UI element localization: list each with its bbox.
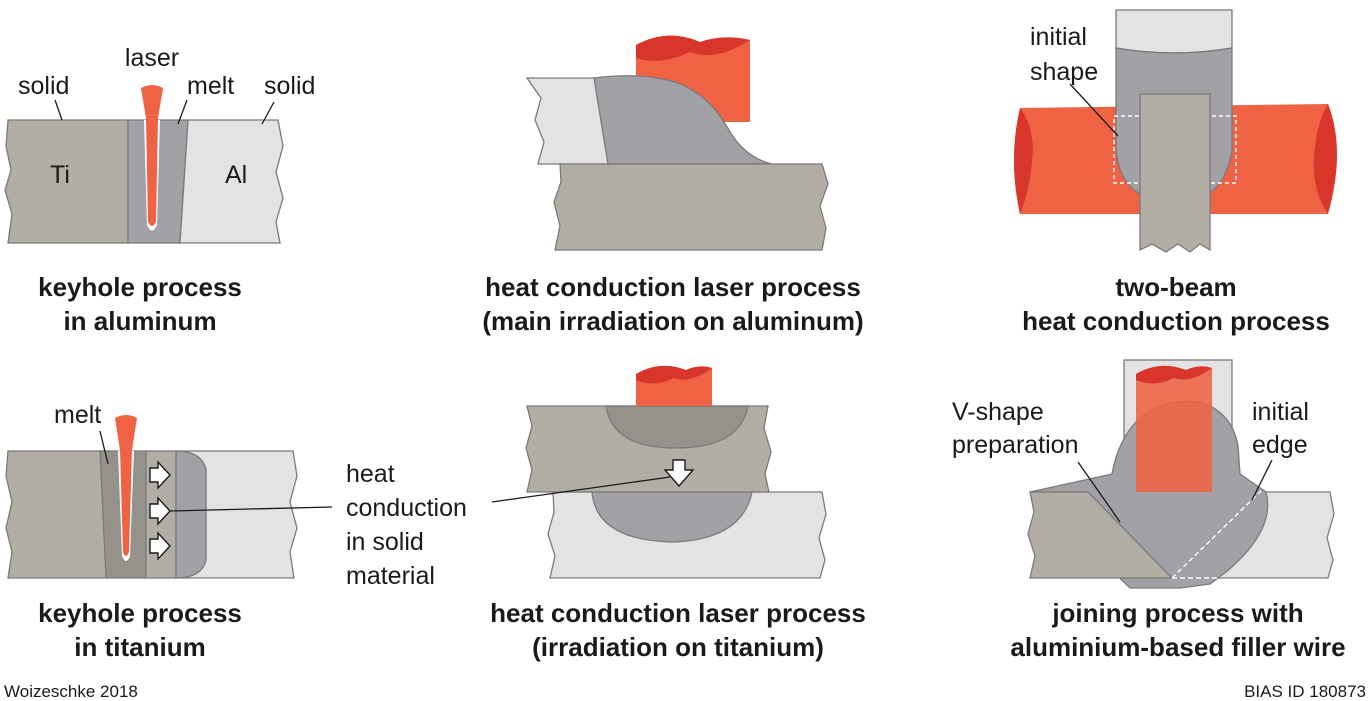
laser-beam xyxy=(115,415,137,556)
caption-filler-1: joining process with xyxy=(1051,598,1303,628)
caption-hc-al-2: (main irradiation on aluminum) xyxy=(482,306,863,336)
label-laser: laser xyxy=(125,44,179,72)
laser-beam-right-end xyxy=(1313,104,1337,214)
titanium-sheet-v-shape xyxy=(1027,491,1174,579)
caption-filler-2: aluminium-based filler wire xyxy=(1010,632,1345,662)
arrow-2 xyxy=(149,496,171,526)
panel-heat-conduction-titanium: heat conduction laser process (irradiati… xyxy=(490,365,866,662)
laser-beam-left-end xyxy=(1014,108,1033,214)
laser-beam xyxy=(1136,365,1212,492)
solid-melt-zone xyxy=(175,450,207,579)
label-conduction: conduction xyxy=(346,494,467,522)
panel-keyhole-aluminum: laser solid melt solid Ti Al keyhole pro… xyxy=(4,44,315,336)
initial-shape-outline xyxy=(1113,115,1237,184)
footer-author: Woizeschke 2018 xyxy=(4,682,138,701)
caption-keyhole-ti-1: keyhole process xyxy=(38,598,242,628)
laser-beam-top xyxy=(636,365,712,384)
label-in-solid: in solid xyxy=(346,528,424,556)
label-al: Al xyxy=(225,161,247,189)
label-ti: Ti xyxy=(50,161,70,189)
laser-beam-top xyxy=(1136,365,1212,384)
panel-two-beam: initial shape two-beam heat conduction p… xyxy=(1014,9,1337,336)
label-initial: initial xyxy=(1030,23,1087,51)
label-melt: melt xyxy=(54,401,101,429)
label-preparation: preparation xyxy=(952,431,1078,459)
caption-hc-ti-2: (irradiation on titanium) xyxy=(532,632,824,662)
caption-two-beam-2: heat conduction process xyxy=(1022,306,1330,336)
panel-heat-conduction-aluminum: heat conduction laser process (main irra… xyxy=(482,35,864,336)
laser-beam xyxy=(141,85,163,226)
laser-beam-top xyxy=(636,35,750,61)
footer-id: BIAS ID 180873 xyxy=(1244,682,1366,701)
panel-filler-wire: V-shape preparation initial edge joining… xyxy=(952,359,1346,662)
lower-sheet xyxy=(1139,93,1211,253)
melt-zone xyxy=(593,75,773,165)
initial-edge-line xyxy=(1171,489,1263,579)
label-solid-right: solid xyxy=(264,72,315,100)
caption-two-beam-1: two-beam xyxy=(1115,272,1236,302)
titanium-block xyxy=(5,450,111,579)
titanium-melt xyxy=(605,405,749,449)
label-initial: initial xyxy=(1252,398,1309,426)
panel-keyhole-titanium: melt heat conduction in solid material k… xyxy=(5,401,467,662)
arrow-3 xyxy=(149,531,171,561)
caption-keyhole-al-1: keyhole process xyxy=(38,272,242,302)
caption-keyhole-al-2: in aluminum xyxy=(63,306,216,336)
label-melt: melt xyxy=(187,72,234,100)
aluminum-melt xyxy=(591,491,753,543)
aluminum-block xyxy=(175,450,298,579)
caption-keyhole-ti-2: in titanium xyxy=(74,632,205,662)
label-heat: heat xyxy=(346,460,395,488)
label-v-shape: V-shape xyxy=(952,398,1044,426)
aluminum-block xyxy=(179,119,284,244)
label-material: material xyxy=(346,562,435,590)
caption-hc-ti-1: heat conduction laser process xyxy=(490,598,866,628)
label-shape: shape xyxy=(1030,58,1098,86)
label-edge: edge xyxy=(1252,431,1308,459)
upper-sheet xyxy=(1115,9,1233,54)
arrow-1 xyxy=(149,460,171,490)
label-solid-left: solid xyxy=(18,72,69,100)
titanium-sheet xyxy=(553,163,829,251)
caption-hc-al-1: heat conduction laser process xyxy=(485,272,861,302)
heat-arrow xyxy=(663,459,695,488)
